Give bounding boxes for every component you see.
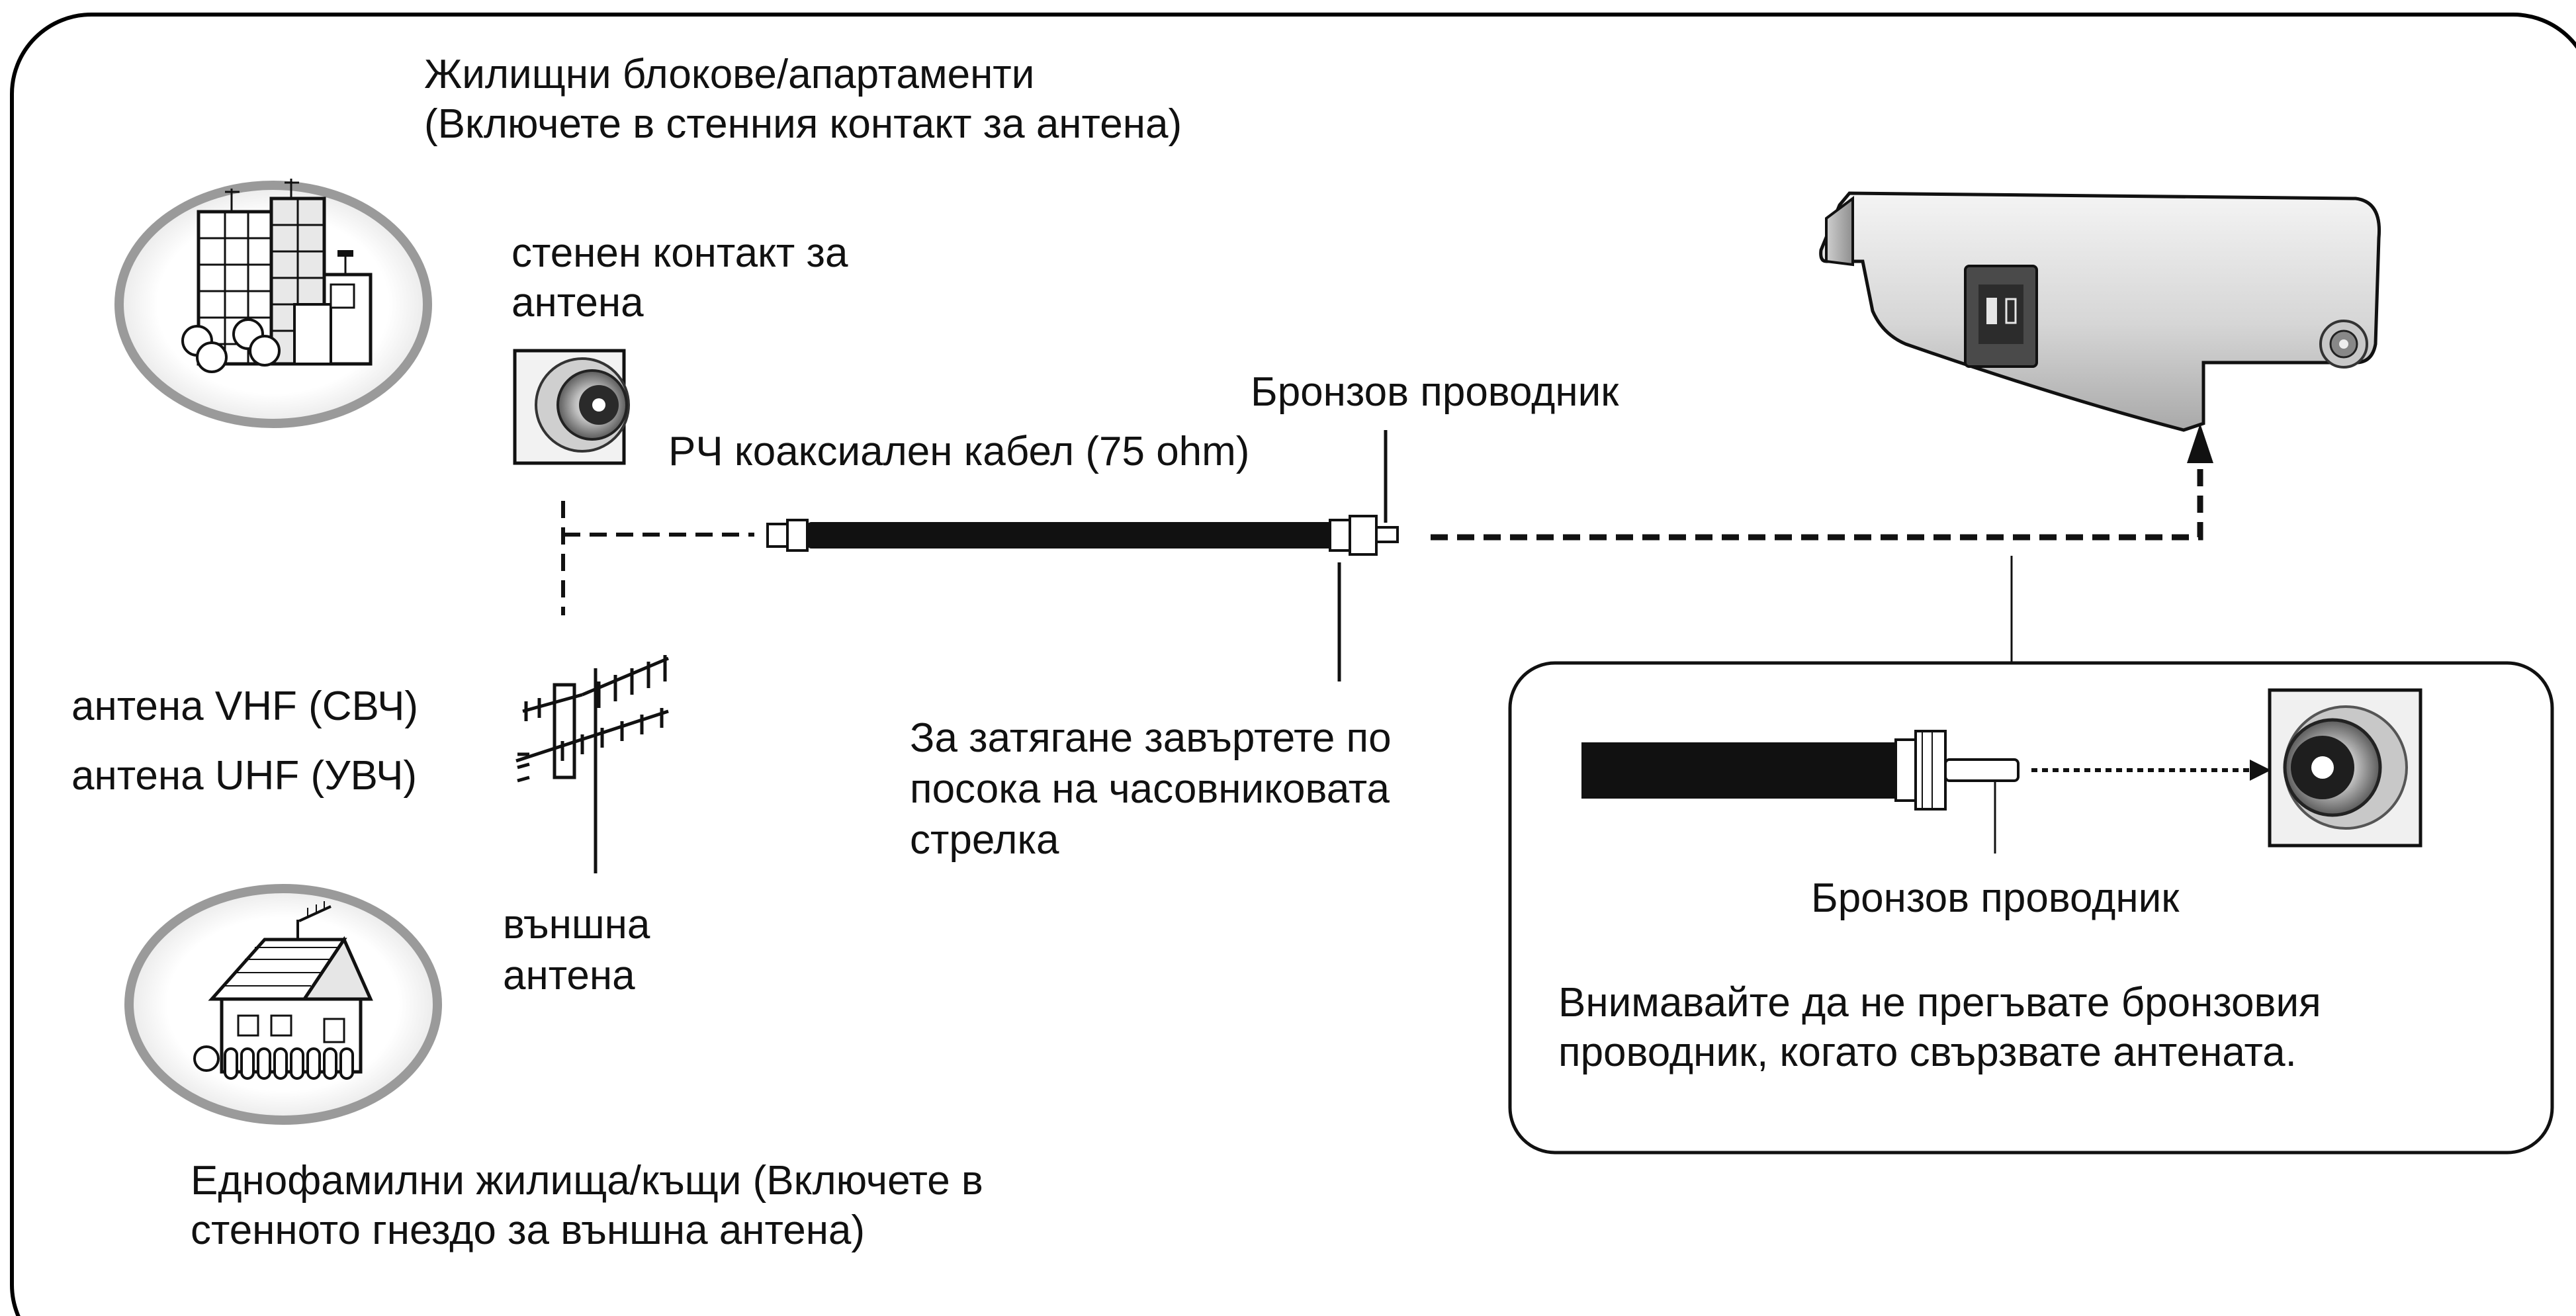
coax-cable-label: РЧ коаксиален кабел (75 ohm) — [668, 429, 1250, 474]
tighten-clockwise-label-line1: За затягане завъртете по — [910, 715, 1392, 761]
wall-socket-label-line2: антена — [511, 280, 644, 326]
apartments-label-line2: (Включете в стенния контакт за антена) — [424, 101, 1182, 147]
dashed-arrow-to-tv — [1431, 423, 2213, 541]
detail-warning-line2: проводник, когато свързвате антената. — [1558, 1030, 2297, 1075]
rf-coaxial-cable — [766, 430, 1399, 681]
uhf-antenna-label: антена UHF (УВЧ) — [71, 753, 418, 799]
outdoor-antenna-label-line2: антена — [503, 953, 635, 998]
tighten-clockwise-label-line3: стрелка — [910, 817, 1059, 863]
wall-socket-label-line1: стенен контакт за — [511, 230, 848, 276]
outdoor-antenna-label-line1: външна — [503, 902, 650, 947]
bronze-conductor-label: Бронзов проводник — [1251, 369, 1619, 415]
detail-warning-line1: Внимавайте да не прегъвате бронзовия — [1558, 980, 2321, 1026]
tighten-clockwise-label-line2: посока на часовниковата — [910, 766, 1390, 812]
outer-frame — [10, 13, 2576, 1316]
outdoor-antenna — [515, 655, 669, 873]
dashed-connection-left — [561, 501, 754, 615]
vhf-antenna-label: антена VHF (СВЧ) — [71, 683, 419, 729]
detail-bronze-conductor-label: Бронзов проводник — [1811, 875, 2180, 921]
detail-box — [1508, 661, 2554, 1155]
apartment-buildings-illustration — [114, 179, 432, 428]
tv-back-panel — [1819, 191, 2381, 662]
apartments-label-line1: Жилищни блокове/апартаменти — [424, 52, 1035, 97]
wall-antenna-socket — [513, 349, 630, 465]
houses-label-line1: Еднофамилни жилища/къщи (Включете в — [191, 1158, 983, 1204]
houses-label-line2: стенното гнездо за външна антена) — [191, 1207, 866, 1253]
single-family-house-illustration — [124, 884, 442, 1125]
